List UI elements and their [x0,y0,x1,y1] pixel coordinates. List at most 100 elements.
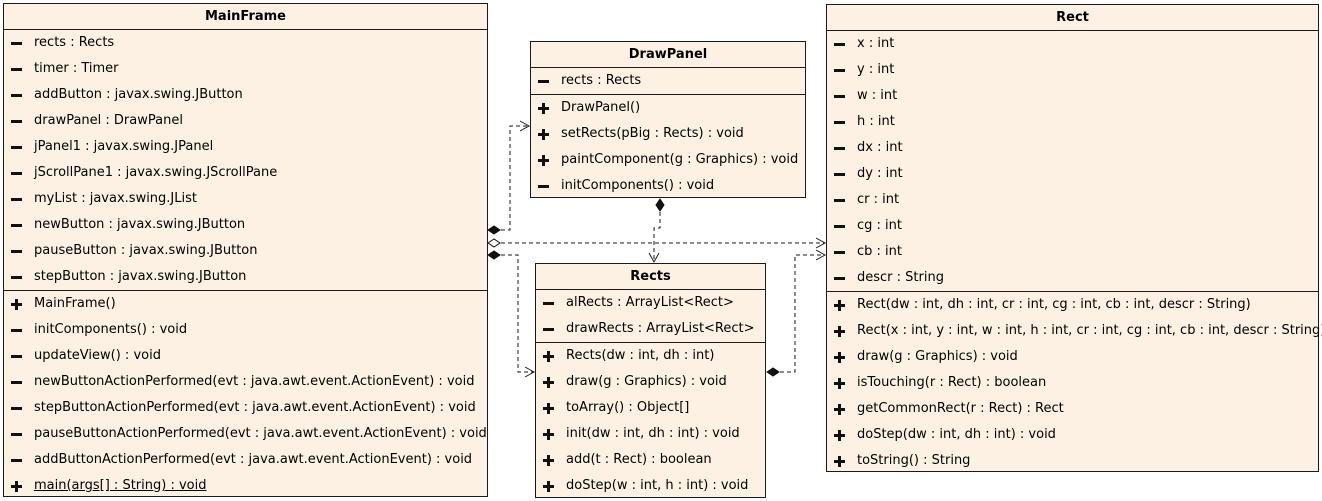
attribute-row[interactable]: pauseButton : javax.swing.JButton [4,238,487,264]
attribute-row[interactable]: alRects : ArrayList<Rect> [536,290,765,316]
class-title: Rect [827,5,1318,31]
private-icon [834,83,846,109]
method-row[interactable]: Rects(dw : int, dh : int) [536,343,765,369]
public-icon [543,473,555,499]
method-row[interactable]: stepButtonActionPerformed(evt : java.awt… [4,395,487,421]
method-row[interactable]: toArray() : Object[] [536,395,765,421]
attribute-row[interactable]: newButton : javax.swing.JButton [4,212,487,238]
attribute-row[interactable]: x : int [827,31,1318,57]
class-rects[interactable]: Rects alRects : ArrayList<Rect> drawRect… [535,263,766,498]
attribute-label: newButton : javax.swing.JButton [34,217,246,232]
method-label: Rect(dw : int, dh : int, cr : int, cg : … [857,297,1251,312]
class-drawpanel[interactable]: DrawPanel rects : Rects DrawPanel() setR… [530,41,806,198]
method-row[interactable]: newButtonActionPerformed(evt : java.awt.… [4,369,487,395]
attribute-row[interactable]: rects : Rects [4,30,487,56]
attribute-row[interactable]: drawPanel : DrawPanel [4,108,487,134]
private-icon [11,30,23,56]
method-label: draw(g : Graphics) : void [857,349,1018,364]
composition-drawpanel-rects[interactable] [648,198,665,264]
attribute-row[interactable]: rects : Rects [531,68,805,94]
method-row[interactable]: DrawPanel() [531,95,805,121]
method-label: newButtonActionPerformed(evt : java.awt.… [34,374,475,389]
attributes-section: rects : Rects timer : Timer addButton : … [4,30,487,290]
attributes-section: alRects : ArrayList<Rect> drawRects : Ar… [536,290,765,342]
attribute-row[interactable]: cr : int [827,187,1318,213]
attribute-row[interactable]: dy : int [827,161,1318,187]
private-icon [543,290,555,316]
public-icon [11,291,23,317]
composition-mainframe-rects[interactable] [487,250,536,378]
attribute-row[interactable]: h : int [827,109,1318,135]
private-icon [538,68,550,94]
method-row[interactable]: Rect(dw : int, dh : int, cr : int, cg : … [827,292,1318,318]
attribute-label: addButton : javax.swing.JButton [34,87,243,102]
method-row[interactable]: updateView() : void [4,343,487,369]
methods-section: MainFrame() initComponents() : void upda… [4,290,487,499]
composition-mainframe-drawpanel[interactable] [487,120,531,235]
method-label: DrawPanel() [561,100,641,115]
attribute-row[interactable]: cg : int [827,213,1318,239]
private-icon [11,212,23,238]
method-row[interactable]: initComponents() : void [531,173,805,199]
method-row[interactable]: doStep(dw : int, dh : int) : void [827,422,1318,448]
attribute-row[interactable]: addButton : javax.swing.JButton [4,82,487,108]
private-icon [11,447,23,473]
method-label: Rects(dw : int, dh : int) [566,348,715,363]
attribute-label: jPanel1 : javax.swing.JPanel [34,139,214,154]
method-label: toArray() : Object[] [566,400,690,415]
class-title: DrawPanel [531,42,805,68]
attribute-label: alRects : ArrayList<Rect> [566,295,734,310]
method-row[interactable]: Rect(x : int, y : int, w : int, h : int,… [827,318,1322,344]
method-label: paintComponent(g : Graphics) : void [561,152,799,167]
method-row[interactable]: add(t : Rect) : boolean [536,447,765,473]
attribute-label: drawRects : ArrayList<Rect> [566,321,755,336]
method-row[interactable]: draw(g : Graphics) : void [536,369,765,395]
method-label: draw(g : Graphics) : void [566,374,727,389]
public-icon [543,395,555,421]
method-label: doStep(w : int, h : int) : void [566,478,749,493]
method-label: setRects(pBig : Rects) : void [561,126,744,141]
attribute-row[interactable]: dx : int [827,135,1318,161]
public-icon [543,421,555,447]
method-row[interactable]: addButtonActionPerformed(evt : java.awt.… [4,447,487,473]
private-icon [834,239,846,265]
attribute-label: cg : int [857,218,902,233]
method-label: doStep(dw : int, dh : int) : void [857,427,1056,442]
method-row[interactable]: doStep(w : int, h : int) : void [536,473,765,499]
attribute-label: myList : javax.swing.JList [34,191,197,206]
attribute-row[interactable]: cb : int [827,239,1318,265]
method-row[interactable]: paintComponent(g : Graphics) : void [531,147,805,173]
public-icon [834,370,846,396]
attribute-row[interactable]: y : int [827,57,1318,83]
attribute-row[interactable]: myList : javax.swing.JList [4,186,487,212]
attribute-row[interactable]: jScrollPane1 : javax.swing.JScrollPane [4,160,487,186]
composition-rects-rect[interactable] [766,249,827,377]
attribute-row[interactable]: timer : Timer [4,56,487,82]
method-row[interactable]: MainFrame() [4,291,487,317]
class-mainframe[interactable]: MainFrame rects : Rects timer : Timer ad… [3,3,488,497]
method-row[interactable]: getCommonRect(r : Rect) : Rect [827,396,1318,422]
method-row[interactable]: initComponents() : void [4,317,487,343]
public-icon [834,396,846,422]
aggregation-mainframe-rect[interactable] [487,237,827,249]
attribute-row[interactable]: stepButton : javax.swing.JButton [4,264,487,290]
method-row[interactable]: draw(g : Graphics) : void [827,344,1318,370]
method-row[interactable]: main(args[] : String) : void [4,473,487,499]
class-rect[interactable]: Rect x : int y : int w : int h : int dx … [826,4,1322,474]
attribute-row[interactable]: jPanel1 : javax.swing.JPanel [4,134,487,160]
method-label: MainFrame() [34,296,116,311]
public-icon [834,448,846,474]
method-row[interactable]: isTouching(r : Rect) : boolean [827,370,1318,396]
method-row[interactable]: pauseButtonActionPerformed(evt : java.aw… [4,421,487,447]
attribute-row[interactable]: descr : String [827,265,1318,291]
private-icon [11,160,23,186]
method-row[interactable]: init(dw : int, dh : int) : void [536,421,765,447]
method-row[interactable]: toString() : String [827,448,1318,474]
attribute-row[interactable]: drawRects : ArrayList<Rect> [536,316,765,342]
class-title: MainFrame [4,4,487,30]
private-icon [834,213,846,239]
public-icon [11,473,23,499]
attribute-row[interactable]: w : int [827,83,1318,109]
method-row[interactable]: setRects(pBig : Rects) : void [531,121,805,147]
